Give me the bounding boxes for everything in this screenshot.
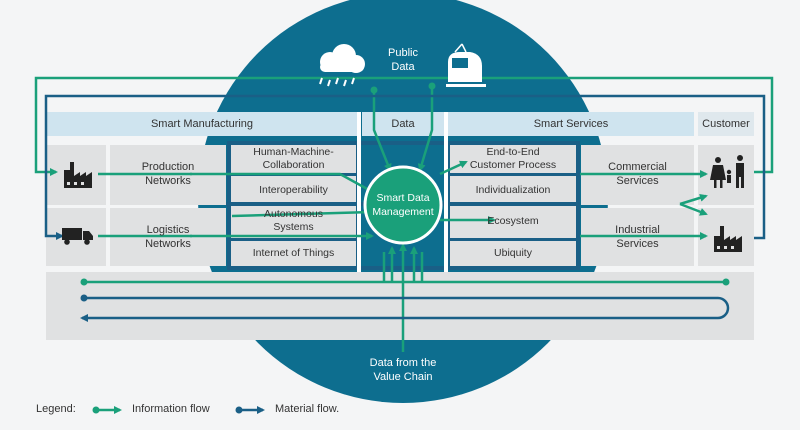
header-smart-manufacturing-band xyxy=(46,112,358,136)
value-chain-band xyxy=(46,272,754,340)
manufacturing-item-1-cell xyxy=(231,145,356,173)
header-smart-services: Smart Services xyxy=(533,118,609,130)
logistics-networks-label: Logistics Networks xyxy=(145,224,191,250)
material-flow-loop-dot xyxy=(80,294,88,302)
services-item-1: End-to-End Customer Process xyxy=(469,146,557,171)
info-flow-cloud-dot xyxy=(370,86,378,94)
legend-information-symbol xyxy=(92,406,122,414)
public-data-label: Public Data xyxy=(388,47,418,73)
industrial-services-label: Industrial Services xyxy=(615,224,660,250)
factory-icon xyxy=(64,162,92,188)
info-flow-center-to-services xyxy=(439,160,468,176)
manufacturing-item-1: Human-Machine- Collaboration xyxy=(253,146,334,171)
manufacturing-item-4-cell xyxy=(231,241,356,266)
data-column-divider-left xyxy=(357,112,361,272)
manufacturing-item-2-cell xyxy=(231,176,356,202)
header-customer-band xyxy=(698,112,754,136)
info-flow-production-to-center xyxy=(190,172,382,198)
manufacturing-item-3-cell xyxy=(231,206,356,238)
header-smart-manufacturing: Smart Manufacturing xyxy=(150,118,254,130)
cloud-rain-icon xyxy=(319,44,365,87)
info-flow-train-dot xyxy=(428,82,436,90)
legend-label: Legend: xyxy=(36,403,76,415)
info-flow-autonomous xyxy=(231,208,374,218)
info-flow-fork-up xyxy=(679,193,708,206)
train-icon xyxy=(446,43,486,87)
header-customer: Customer xyxy=(702,118,750,130)
services-item-3: Ecosystem xyxy=(487,215,539,227)
info-flow-train-to-center xyxy=(417,86,434,172)
services-item-3-cell xyxy=(450,206,576,238)
industrial-factory-cell xyxy=(698,208,754,266)
value-chain-label: Data from the Value Chain xyxy=(369,357,437,383)
header-smart-services-band xyxy=(448,112,694,136)
info-flow-fork-down xyxy=(679,202,708,216)
data-column-bar-top xyxy=(360,141,446,145)
legend-information-flow: Information flow xyxy=(132,403,210,415)
info-flow-bottom-dot-left xyxy=(80,278,88,286)
header-data: Data xyxy=(391,118,415,130)
manufacturing-item-3: Autonomous Systems xyxy=(264,208,323,233)
material-flow-loop-right xyxy=(84,296,730,320)
data-column-divider-right xyxy=(444,112,448,272)
commercial-services-label: Commercial Services xyxy=(608,161,667,187)
material-flow-top-loop xyxy=(44,94,766,240)
services-item-4: Ubiquity xyxy=(494,247,532,259)
info-flow-outer-loop xyxy=(34,76,774,176)
legend-material-flow: Material flow. xyxy=(275,403,340,415)
legend-material-symbol xyxy=(235,406,265,414)
services-item-2: Individualization xyxy=(475,184,551,196)
manufacturing-item-4: Internet of Things xyxy=(252,247,335,259)
services-item-2-cell xyxy=(450,176,576,202)
family-icon xyxy=(710,155,744,188)
smart-data-management-node xyxy=(363,165,443,245)
production-networks-label: Production Networks xyxy=(141,161,195,187)
services-item-4-cell xyxy=(450,241,576,266)
smart-data-management-label: Smart Data Management xyxy=(372,192,434,218)
truck-icon xyxy=(62,228,93,245)
family-cell xyxy=(698,145,754,205)
info-flow-cloud-to-center xyxy=(372,90,392,172)
info-flow-bottom-dot-right xyxy=(722,278,730,286)
manufacturing-item-2: Interoperability xyxy=(259,184,328,196)
services-item-1-cell xyxy=(450,145,576,173)
industrial-factory-icon xyxy=(714,226,742,252)
